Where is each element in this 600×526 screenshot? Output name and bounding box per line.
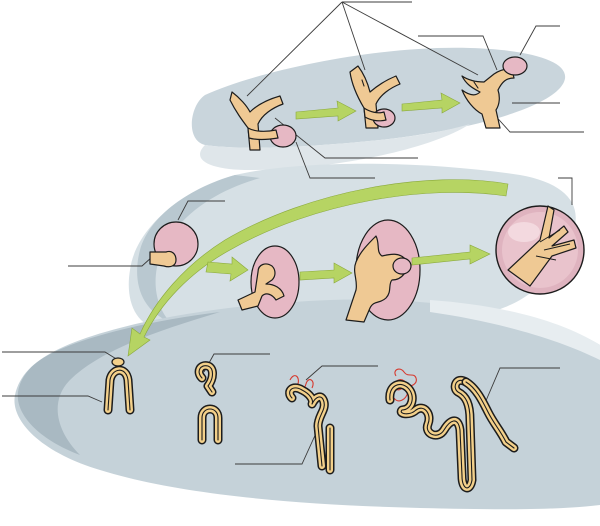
arrow-3	[205, 256, 249, 282]
bud-2-notch	[361, 79, 365, 87]
bud-stage-2	[349, 65, 401, 129]
leader-bot-6	[481, 367, 560, 411]
leader-top-b	[341, 1, 366, 71]
leader-mid-4	[558, 177, 573, 205]
nephron-stage-4	[385, 368, 519, 493]
row-2-induction	[149, 205, 585, 323]
leader-mid-2	[295, 141, 375, 179]
nephron-stage-1	[103, 357, 135, 415]
nephron-stage-3	[285, 375, 335, 475]
arrow-1	[295, 100, 357, 122]
middle-band-shadow	[137, 175, 260, 322]
induction-stage-2	[237, 245, 300, 319]
nephron-stage-2	[194, 361, 223, 445]
magnified-inset	[495, 205, 585, 295]
leader-mid-5	[68, 256, 153, 267]
bud-stage-3	[461, 56, 528, 129]
middle-band	[128, 163, 576, 340]
induction-stage-1	[149, 221, 199, 268]
leader-top-a	[246, 1, 343, 97]
bottom-band-shadow	[17, 312, 220, 455]
leader-mid-3	[177, 200, 225, 221]
row-1-branching	[229, 56, 528, 151]
spiral-bands	[14, 47, 600, 510]
leader-bot-4	[305, 365, 378, 381]
leader-right-2	[519, 25, 560, 56]
arrow-4	[299, 262, 353, 284]
arrow-5	[411, 244, 491, 266]
arrow-2	[401, 92, 461, 114]
leader-right-1	[418, 35, 498, 71]
row-3-nephron	[103, 357, 519, 493]
bud-3-notch	[473, 81, 479, 89]
leader-bot-1	[2, 351, 119, 361]
leader-bot-2	[2, 395, 103, 403]
top-band-shadow	[200, 124, 470, 170]
curved-arrow	[127, 179, 509, 357]
induction-stage-3	[345, 219, 421, 323]
leader-top-c	[341, 1, 479, 76]
bottom-band	[14, 299, 600, 510]
bud-stage-1	[229, 91, 297, 151]
bottom-band-highlight	[430, 300, 600, 360]
